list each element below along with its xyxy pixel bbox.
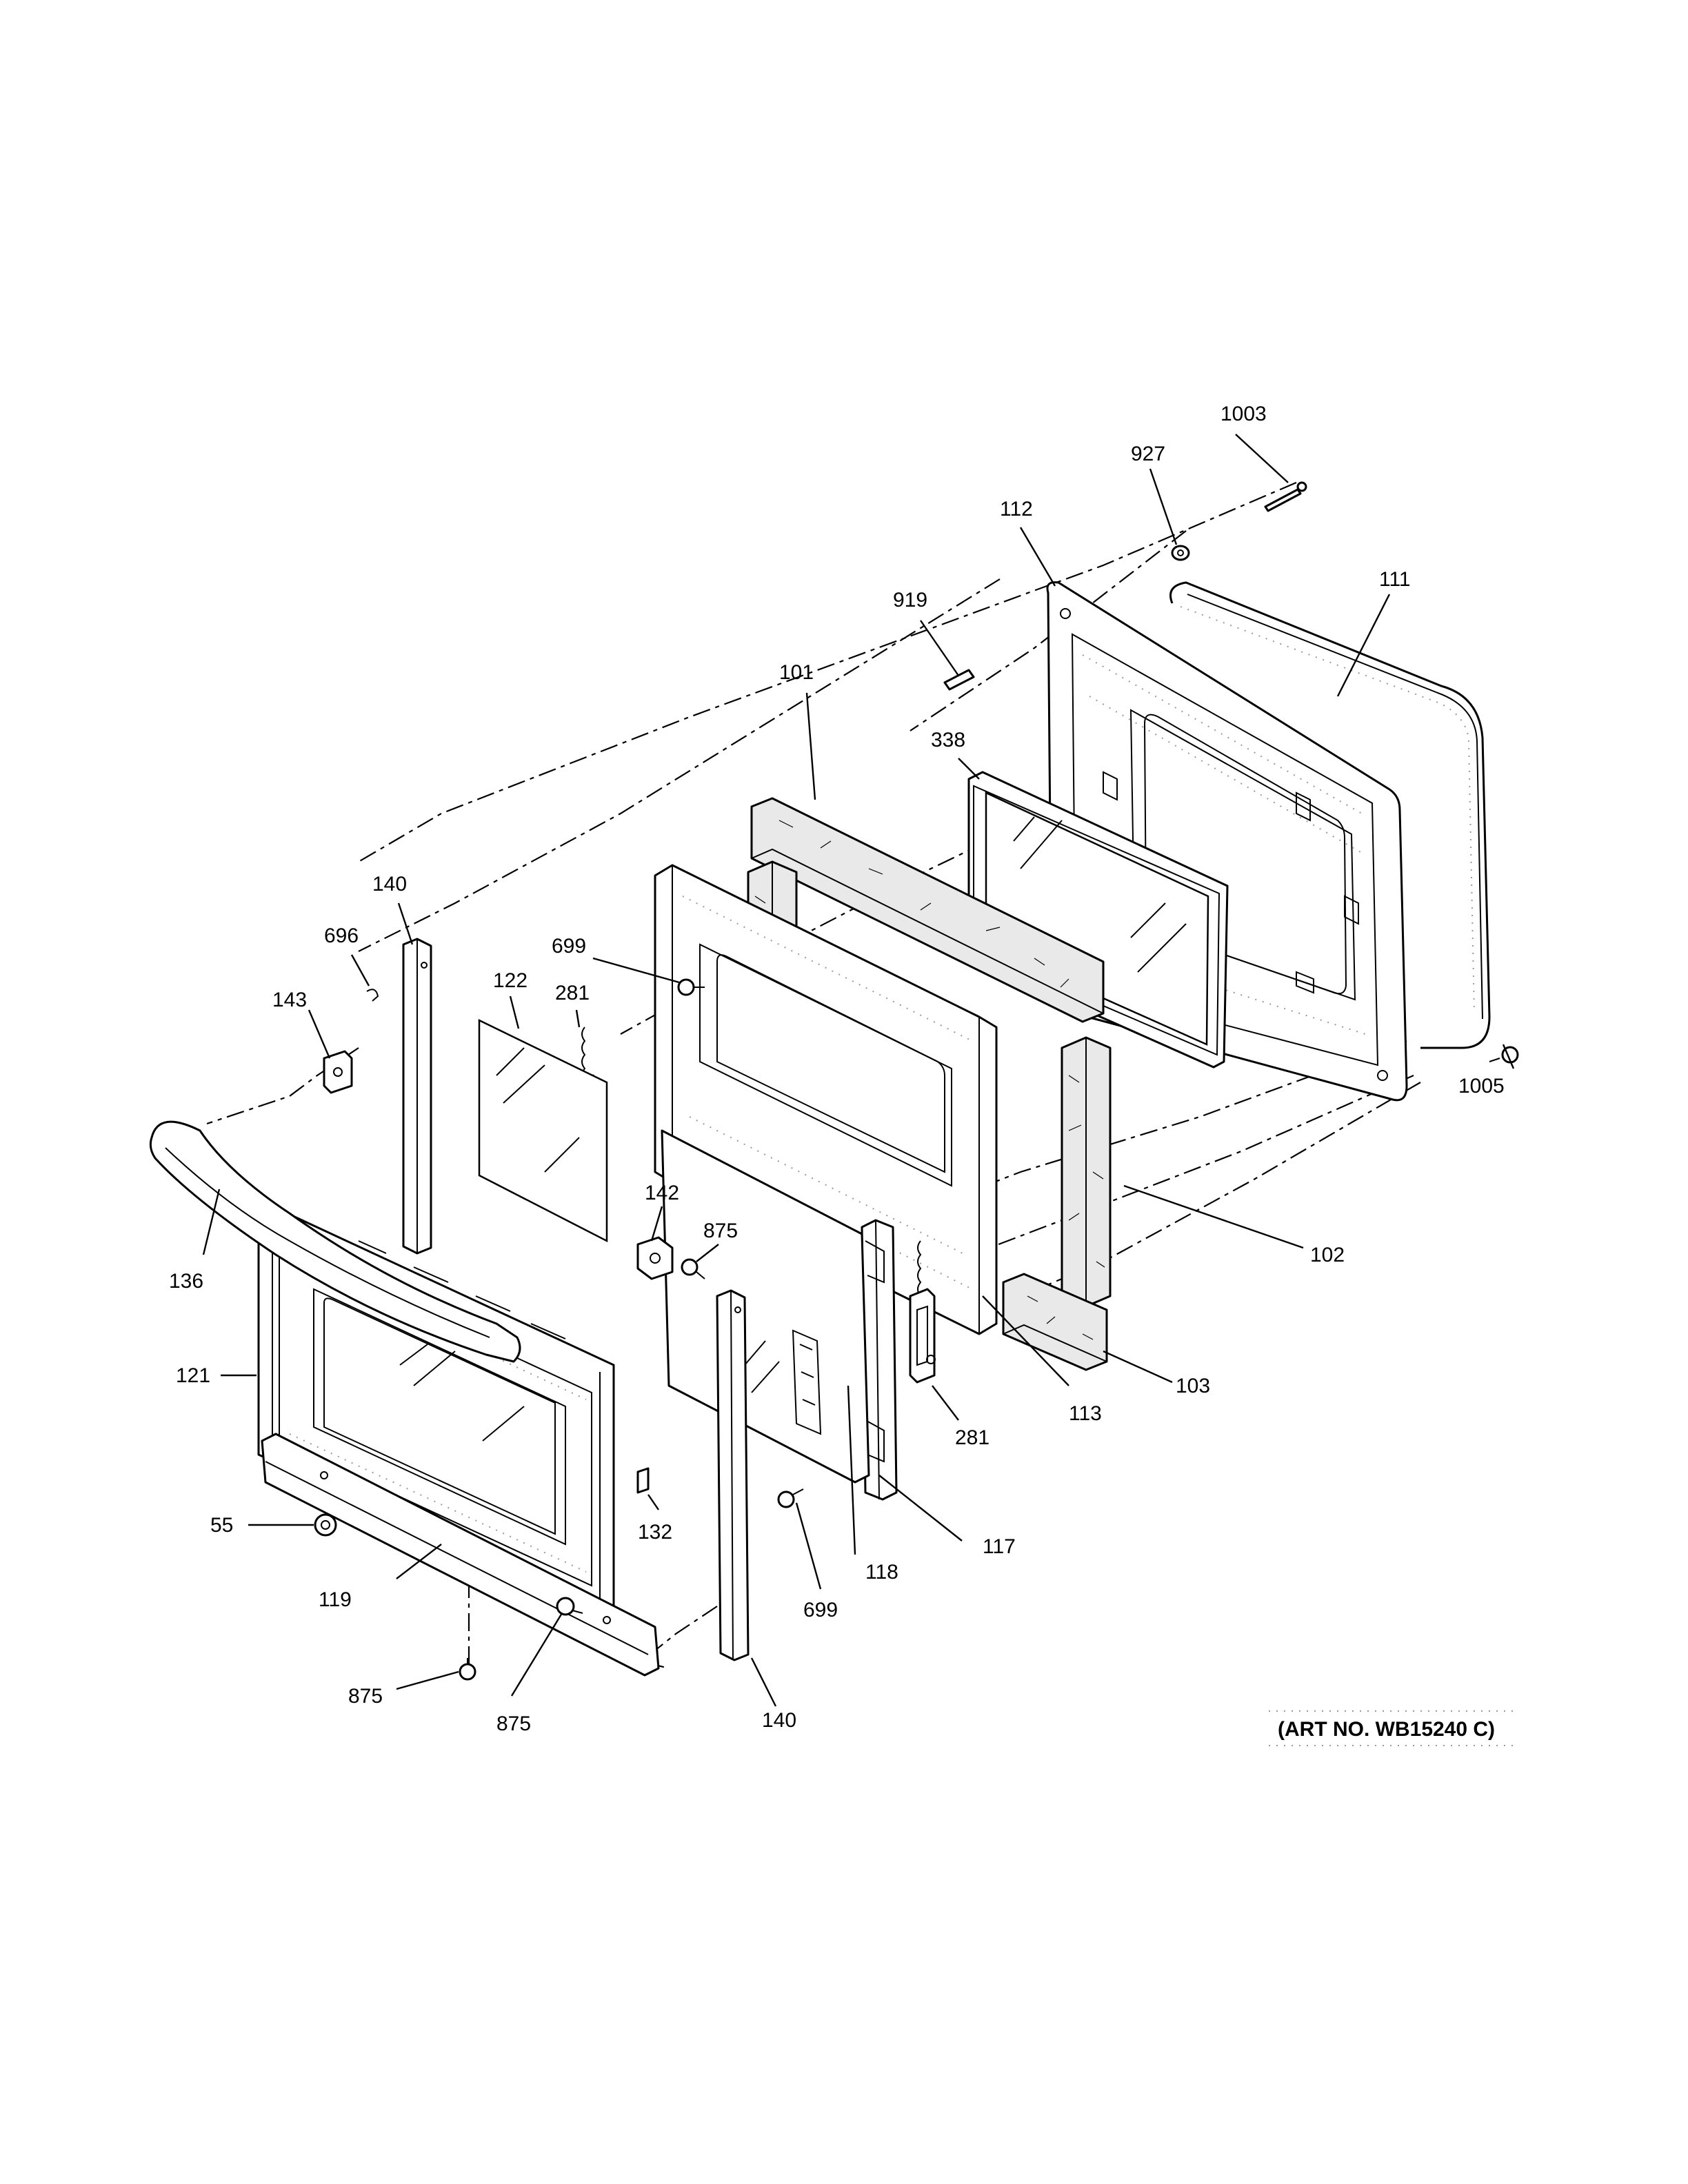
- callout-labels: 1003 927 112 111 919 101 338 140 696 699…: [169, 403, 1505, 1735]
- outer-glass-part: [478, 1019, 608, 1243]
- side-trim-bottom-part: [716, 1289, 750, 1661]
- callout-699-bottom: 699: [803, 1599, 838, 1621]
- grommet-55-part: [314, 1513, 337, 1537]
- bracket-143-part: [323, 1050, 353, 1094]
- door-insulation-side-part: [1061, 1036, 1112, 1308]
- callout-118: 118: [865, 1561, 898, 1584]
- callout-1003: 1003: [1220, 403, 1267, 425]
- callout-55: 55: [210, 1514, 233, 1537]
- callout-696: 696: [324, 924, 359, 947]
- inner-door-liner-part: [654, 864, 998, 1335]
- washer-927-part: [1171, 545, 1190, 561]
- door-handle-part: [149, 1120, 521, 1363]
- door-side-channel-right-part: [861, 1219, 898, 1501]
- callout-875-bottom: 875: [496, 1712, 531, 1735]
- callout-132: 132: [638, 1521, 672, 1544]
- art-number: (ART NO. WB15240 C): [1278, 1718, 1495, 1741]
- callout-136: 136: [169, 1270, 203, 1293]
- screw-699-bottom-part: [777, 1488, 804, 1508]
- pin-1003-part: [1264, 481, 1307, 512]
- callout-140-bottom: 140: [762, 1709, 796, 1732]
- callout-919: 919: [893, 589, 927, 611]
- screw-875-bottom-part: [556, 1597, 583, 1616]
- callout-143: 143: [272, 989, 307, 1011]
- callout-119: 119: [319, 1588, 352, 1611]
- callout-875-left: 875: [348, 1685, 383, 1708]
- callout-102: 102: [1310, 1244, 1345, 1266]
- callout-121: 121: [176, 1364, 210, 1387]
- callout-122: 122: [493, 969, 528, 992]
- inner-glass-pack-part: [967, 771, 1229, 1069]
- leader-lines: [202, 434, 1515, 1707]
- screw-875-left-part: [459, 1658, 476, 1681]
- callout-112: 112: [1000, 498, 1033, 520]
- callout-1005: 1005: [1458, 1075, 1505, 1098]
- callout-142: 142: [645, 1182, 679, 1204]
- callout-111: 111: [1379, 568, 1411, 591]
- callout-113: 113: [1069, 1402, 1102, 1425]
- callout-103: 103: [1176, 1375, 1210, 1397]
- hinge-right-part: [909, 1240, 936, 1384]
- door-insulation-bottom-part: [1002, 1273, 1108, 1371]
- callout-101: 101: [779, 661, 814, 684]
- bottom-trim-part: [261, 1433, 660, 1677]
- callout-281-left: 281: [555, 982, 590, 1004]
- callout-875-mid: 875: [703, 1220, 738, 1242]
- screw-699-top-part: [677, 978, 705, 996]
- callout-338: 338: [931, 729, 965, 751]
- clip-696-part: [366, 989, 379, 1002]
- art-number-box: (ART NO. WB15240 C): [1269, 1710, 1517, 1746]
- callout-117: 117: [983, 1535, 1016, 1558]
- callout-699-top: 699: [552, 935, 586, 958]
- callout-927: 927: [1131, 443, 1165, 465]
- door-frame-baffle-part: [661, 1129, 870, 1484]
- clip-132-part: [636, 1467, 650, 1494]
- screw-875-mid-part: [681, 1258, 705, 1280]
- door-insulation-top-part: [750, 797, 1105, 1023]
- spacer-919-part: [943, 669, 975, 691]
- callout-140-top: 140: [372, 873, 407, 896]
- callout-281-right: 281: [955, 1426, 989, 1449]
- screw-1005-part: [1489, 1046, 1519, 1064]
- side-trim-top-part: [402, 938, 432, 1255]
- bracket-142-part: [636, 1236, 674, 1280]
